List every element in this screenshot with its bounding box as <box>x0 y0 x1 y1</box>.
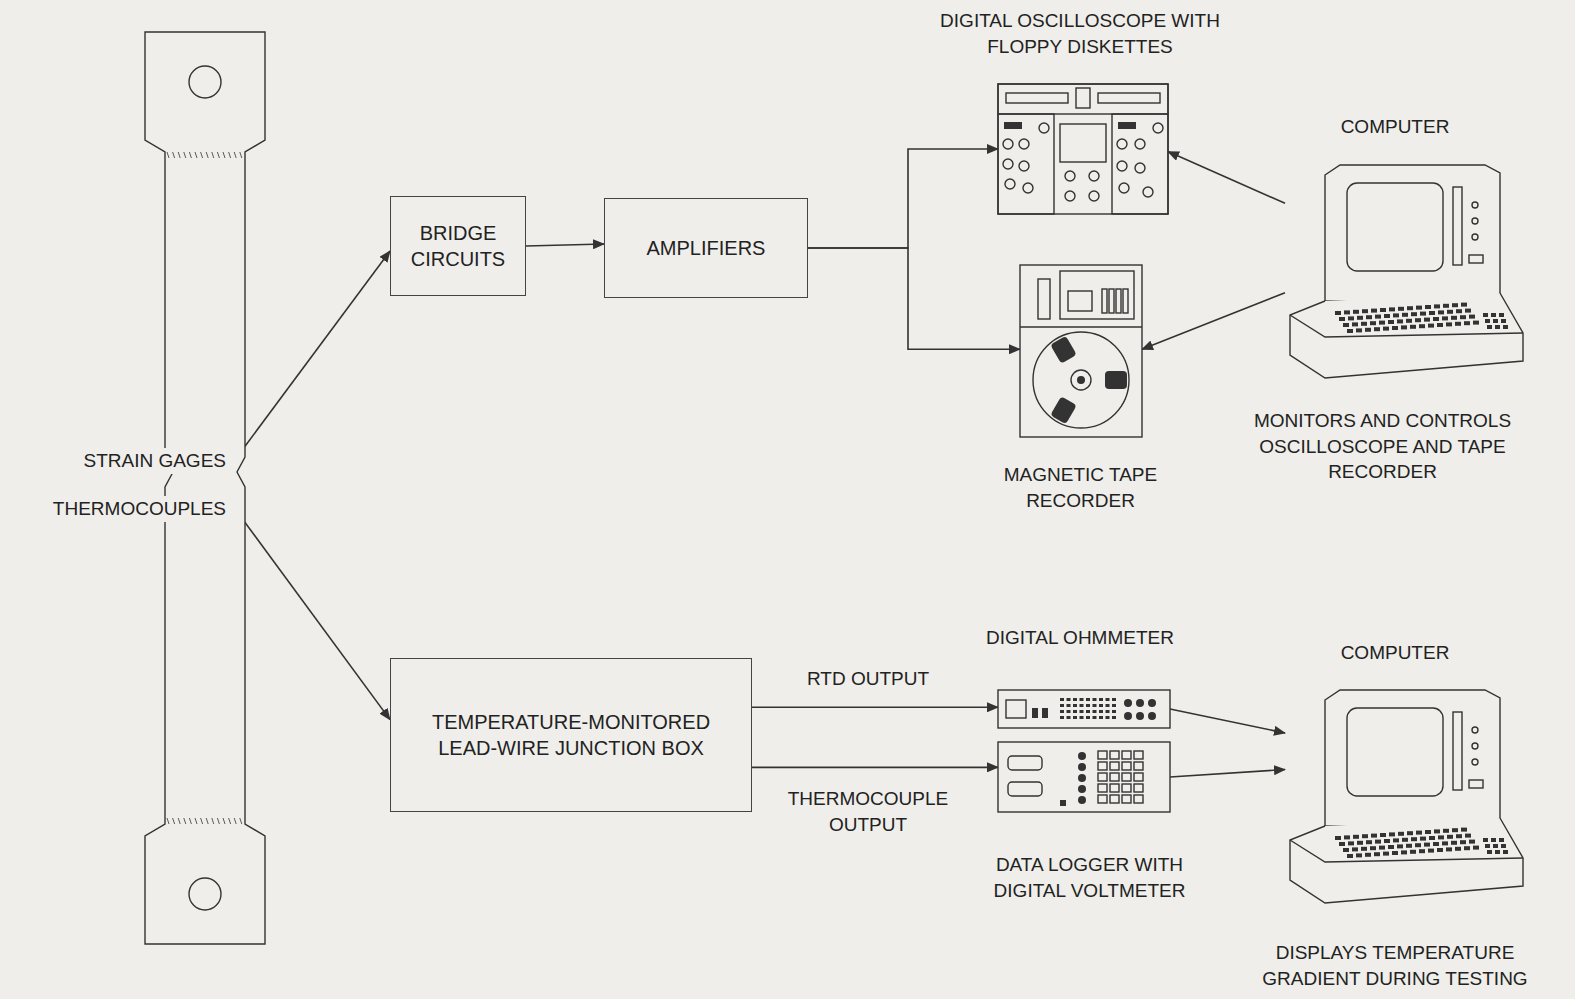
signal-arrow <box>1168 152 1285 204</box>
signal-arrow <box>752 767 998 769</box>
computer-icon: COMPUTERDISPLAYS TEMPERATURE GRADIENT DU… <box>1285 690 1525 905</box>
box-label: BRIDGE CIRCUITS <box>405 220 511 272</box>
test-specimen: STRAIN GAGESTHERMOCOUPLES <box>145 32 265 944</box>
equipment-label: MAGNETIC TAPE RECORDER <box>998 462 1163 513</box>
box-label: AMPLIFIERS <box>647 235 766 261</box>
data-logger-icon <box>998 742 1170 812</box>
data-logger-icon: DATA LOGGER WITH DIGITAL VOLTMETER <box>998 742 1170 812</box>
equipment-caption: THERMOCOUPLES <box>5 496 226 522</box>
signal-arrow <box>808 149 998 248</box>
tape-recorder-icon: MAGNETIC TAPE RECORDER <box>1020 265 1142 437</box>
tape-recorder-icon <box>1020 265 1142 437</box>
equipment-label: COMPUTER <box>1300 640 1490 666</box>
signal-label: THERMOCOUPLE OUTPUT <box>765 786 971 837</box>
equipment-caption: MONITORS AND CONTROLS OSCILLOSCOPE AND T… <box>1250 408 1515 485</box>
equipment-label: DATA LOGGER WITH DIGITAL VOLTMETER <box>982 852 1197 903</box>
signal-arrow <box>1170 770 1285 777</box>
equipment-label: DIGITAL OHMMETER <box>940 625 1220 651</box>
process-box: BRIDGE CIRCUITS <box>390 196 526 296</box>
equipment-label: COMPUTER <box>1300 114 1490 140</box>
signal-label: RTD OUTPUT <box>770 666 966 692</box>
signal-arrow <box>240 515 390 719</box>
process-box: TEMPERATURE-MONITORED LEAD-WIRE JUNCTION… <box>390 658 752 812</box>
box-label: TEMPERATURE-MONITORED LEAD-WIRE JUNCTION… <box>405 709 737 761</box>
equipment-label: STRAIN GAGES <box>30 448 226 474</box>
ohmmeter-icon <box>998 690 1170 728</box>
equipment-caption: DISPLAYS TEMPERATURE GRADIENT DURING TES… <box>1245 940 1545 991</box>
computer-icon: COMPUTERMONITORS AND CONTROLS OSCILLOSCO… <box>1285 165 1525 378</box>
process-box: AMPLIFIERS <box>604 198 808 298</box>
computer-icon <box>1285 165 1525 378</box>
signal-arrow <box>240 251 390 453</box>
equipment-label: DIGITAL OSCILLOSCOPE WITH FLOPPY DISKETT… <box>940 8 1220 59</box>
test-specimen <box>145 32 265 944</box>
signal-arrow <box>526 244 604 246</box>
signal-arrow <box>1170 709 1285 733</box>
oscilloscope-icon: DIGITAL OSCILLOSCOPE WITH FLOPPY DISKETT… <box>998 84 1168 214</box>
signal-arrow <box>1142 293 1285 349</box>
computer-icon <box>1285 690 1525 905</box>
signal-arrow <box>752 706 998 708</box>
signal-arrow <box>808 248 1020 349</box>
ohmmeter-icon: DIGITAL OHMMETER <box>998 690 1170 728</box>
oscilloscope-icon <box>998 84 1168 214</box>
